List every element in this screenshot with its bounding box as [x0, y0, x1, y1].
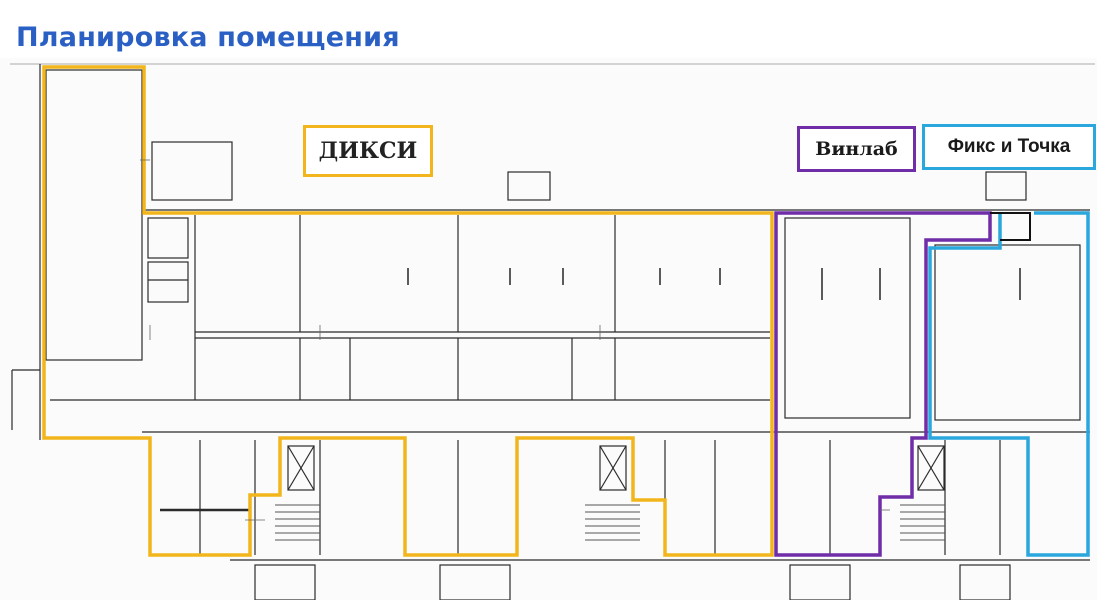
tenant-label-fix: Фикс и Точка — [922, 124, 1096, 170]
column-marks — [407, 268, 1021, 300]
dixy-outline — [42, 65, 774, 557]
fix-outline — [928, 211, 1090, 557]
tenant-label-dixy: ДИКСИ — [303, 125, 433, 177]
fix-entry-mark — [990, 212, 1031, 241]
tenant-label-vinlab: Винлаб — [797, 126, 916, 172]
elevator-symbols — [287, 445, 945, 491]
page-title: Планировка помещения — [16, 22, 400, 53]
stairs — [275, 504, 945, 541]
vinlab-outline — [774, 211, 992, 557]
dixy-main-area — [42, 65, 774, 557]
dimension-ticks — [140, 159, 890, 521]
